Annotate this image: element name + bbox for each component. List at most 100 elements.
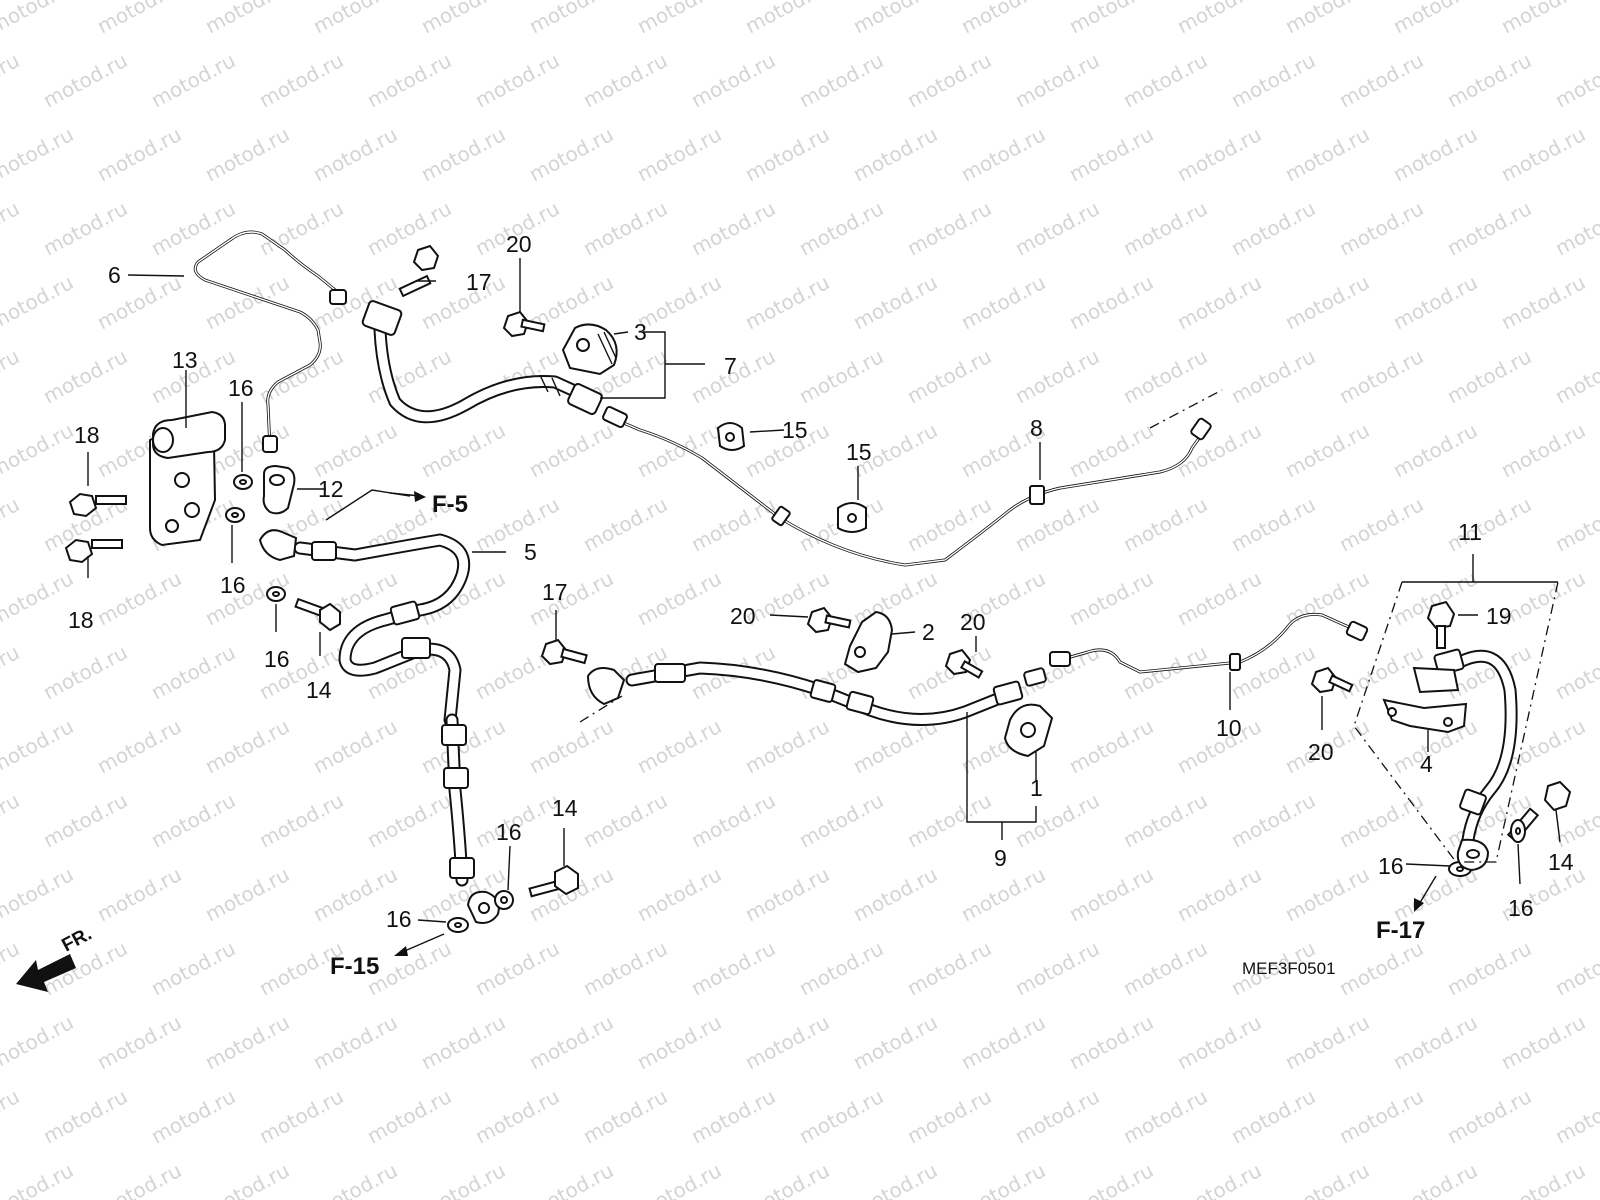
watermark-text: motod.ru xyxy=(1227,640,1319,704)
reference-arrow-f5 xyxy=(389,491,426,502)
watermark-text: motod.ru xyxy=(741,122,833,186)
callout-15-a: 15 xyxy=(782,417,808,443)
watermark-text: motod.ru xyxy=(687,48,779,112)
watermark-text: motod.ru xyxy=(201,122,293,186)
watermark-text: motod.ru xyxy=(1119,196,1211,260)
bolt-20-b xyxy=(806,606,852,634)
watermark-text: motod.ru xyxy=(39,788,131,852)
watermark-text: motod.ru xyxy=(1119,1084,1211,1148)
watermark-text: motod.ru xyxy=(1335,48,1427,112)
watermark-text: motod.ru xyxy=(633,862,725,926)
watermark-text: motod.ru xyxy=(903,196,995,260)
pipe-clip-15-upper xyxy=(716,422,746,451)
watermark-text: motod.ru xyxy=(1551,492,1600,556)
brake-hose-7 xyxy=(361,300,603,424)
watermark-text: motod.ru xyxy=(849,862,941,926)
watermark-text: motod.ru xyxy=(39,640,131,704)
watermark-text: motod.ru xyxy=(795,1084,887,1148)
callout-6: 6 xyxy=(108,262,121,288)
watermark-text: motod.ru xyxy=(1011,196,1103,260)
clamp-1 xyxy=(1003,703,1054,758)
watermark-text: motod.ru xyxy=(0,862,77,926)
watermark-text: motod.ru xyxy=(471,492,563,556)
watermark-text: motod.ru xyxy=(471,48,563,112)
watermark-text: motod.ru xyxy=(147,48,239,112)
watermark-text: motod.ru xyxy=(687,1084,779,1148)
watermark-text: motod.ru xyxy=(741,1158,833,1200)
callout-14-c: 14 xyxy=(1548,849,1574,875)
callout-2: 2 xyxy=(922,619,935,645)
watermark-text: motod.ru xyxy=(1173,862,1265,926)
watermark-text: motod.ru xyxy=(1227,492,1319,556)
watermark-text: motod.ru xyxy=(201,714,293,778)
watermark-text: motod.ru xyxy=(0,1010,77,1074)
brake-hose-5 xyxy=(258,529,471,727)
watermark-text: motod.ru xyxy=(0,1158,77,1200)
callout-16-g: 16 xyxy=(1508,895,1534,921)
brake-pipe-8 xyxy=(602,389,1223,567)
callout-12: 12 xyxy=(318,476,344,502)
watermark-text: motod.ru xyxy=(255,788,347,852)
watermark-text: motod.ru xyxy=(1443,344,1535,408)
watermark-text: motod.ru xyxy=(633,1158,725,1200)
watermark-text: motod.ru xyxy=(255,48,347,112)
watermark-text: motod.ru xyxy=(363,48,455,112)
watermark-text: motod.ru xyxy=(1551,936,1600,1000)
watermark-text: motod.ru xyxy=(957,862,1049,926)
watermark-text: motod.ru xyxy=(525,714,617,778)
watermark-text: motod.ru xyxy=(579,196,671,260)
watermark-text: motod.ru xyxy=(0,640,23,704)
watermark-text: motod.ru xyxy=(1389,1158,1481,1200)
watermark-text: motod.ru xyxy=(1065,714,1157,778)
watermark-text: motod.ru xyxy=(0,48,23,112)
watermark-text: motod.ru xyxy=(1065,0,1157,38)
watermark-text: motod.ru xyxy=(1065,862,1157,926)
watermark-text: motod.ru xyxy=(687,936,779,1000)
watermark-text: motod.ru xyxy=(849,1010,941,1074)
watermark-text: motod.ru xyxy=(687,788,779,852)
watermark-text: motod.ru xyxy=(255,1084,347,1148)
watermark-text: motod.ru xyxy=(471,1084,563,1148)
watermark-text: motod.ru xyxy=(1443,196,1535,260)
callout-18-b: 18 xyxy=(68,607,94,633)
watermark-text: motod.ru xyxy=(363,788,455,852)
watermark-text: motod.ru xyxy=(795,344,887,408)
watermark-text: motod.ru xyxy=(93,270,185,334)
watermark-text: motod.ru xyxy=(687,492,779,556)
callout-10: 10 xyxy=(1216,715,1242,741)
watermark-text: motod.ru xyxy=(0,418,77,482)
watermark-text: motod.ru xyxy=(201,1158,293,1200)
callout-17-b: 17 xyxy=(542,579,568,605)
watermark-text: motod.ru xyxy=(525,122,617,186)
watermark-text: motod.ru xyxy=(903,936,995,1000)
watermark-text: motod.ru xyxy=(1281,270,1373,334)
watermark-text: motod.ru xyxy=(903,48,995,112)
watermark-text: motod.ru xyxy=(633,418,725,482)
watermark-text: motod.ru xyxy=(1119,640,1211,704)
watermark-text: motod.ru xyxy=(1335,788,1427,852)
watermark-text: motod.ru xyxy=(1281,862,1373,926)
watermark-text: motod.ru xyxy=(1119,788,1211,852)
watermark-text: motod.ru xyxy=(0,196,23,260)
watermark-text: motod.ru xyxy=(795,936,887,1000)
watermark-text: motod.ru xyxy=(1389,270,1481,334)
watermark-text: motod.ru xyxy=(417,1010,509,1074)
watermark-text: motod.ru xyxy=(1119,344,1211,408)
bolt-18-lower xyxy=(64,538,123,564)
watermark-text: motod.ru xyxy=(957,122,1049,186)
watermark-text: motod.ru xyxy=(0,714,77,778)
watermark-text: motod.ru xyxy=(93,566,185,630)
watermark-text: motod.ru xyxy=(579,48,671,112)
watermark-text: motod.ru xyxy=(1443,936,1535,1000)
reference-arrow-f15 xyxy=(394,933,445,956)
watermark-text: motod.ru xyxy=(1389,418,1481,482)
watermark-text: motod.ru xyxy=(1281,0,1373,38)
watermark-text: motod.ru xyxy=(525,566,617,630)
watermark-text: motod.ru xyxy=(1443,1084,1535,1148)
sealing-washer-16-c xyxy=(266,586,286,602)
bolt-19 xyxy=(1426,600,1456,649)
watermark-text: motod.ru xyxy=(39,196,131,260)
callout-20-b: 20 xyxy=(730,603,756,629)
brake-pipe-10 xyxy=(1049,612,1369,674)
